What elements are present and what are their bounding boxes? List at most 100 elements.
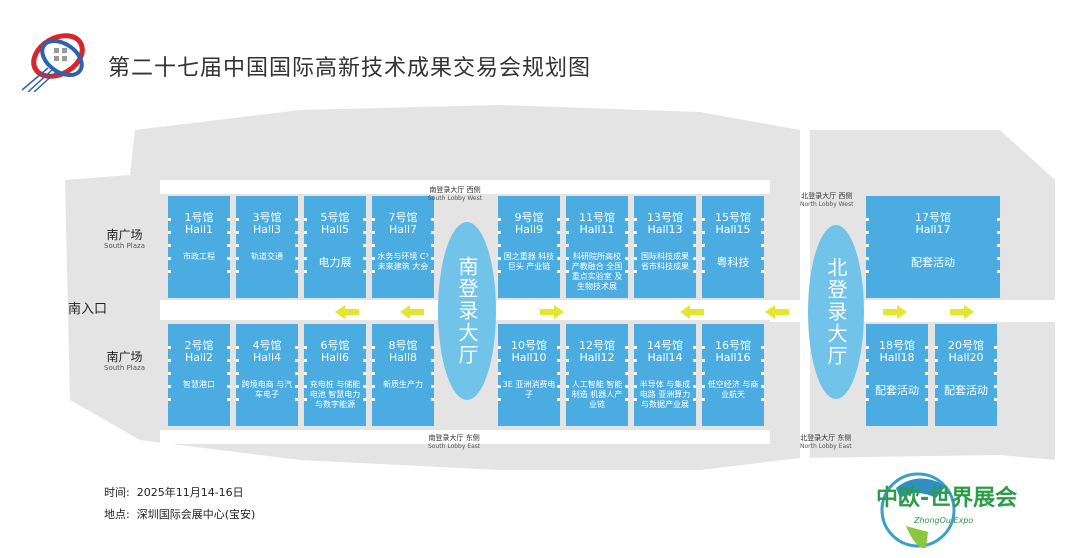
- hall-cn: 16号馆: [715, 339, 751, 352]
- hall-en: Hall15: [715, 223, 751, 236]
- hall-en: Hall13: [647, 223, 683, 236]
- hall-en: Hall2: [184, 351, 214, 364]
- hall-theme: 轨道交通: [251, 252, 283, 261]
- hall-cn: 18号馆: [879, 339, 915, 352]
- arrow-left-icon: [400, 305, 424, 319]
- hall-cn: 4号馆: [252, 339, 282, 352]
- hall-en: Hall6: [320, 351, 350, 364]
- hall-theme: 电力展: [318, 256, 352, 269]
- hall-en: Hall16: [715, 351, 751, 364]
- hall-theme: 配套活动: [911, 256, 955, 269]
- location-label: 地点:: [104, 508, 130, 521]
- plaza-name: 南广场: [106, 350, 143, 364]
- lobby-side-cn: 北登录大厅 西侧: [801, 192, 853, 200]
- hall-cn: 8号馆: [388, 339, 418, 352]
- hall-cn: 1号馆: [184, 211, 214, 224]
- hall-theme: 低空经济 与商业航天: [707, 380, 759, 399]
- hall-cn: 13号馆: [647, 211, 683, 224]
- south-lobby[interactable]: 南登录大厅: [438, 222, 496, 400]
- lobby-side-en: South Lobby East: [428, 443, 481, 450]
- cht-fair-logo: [18, 28, 90, 93]
- hall-theme: 水务与环境 C³未来建筑 大会: [377, 252, 429, 271]
- lobby-side-en: North Lobby West: [800, 201, 854, 208]
- hall-en: Hall20: [948, 351, 984, 364]
- hall-cn: 15号馆: [715, 211, 751, 224]
- lobby-side-cn: 北登录大厅 东侧: [800, 434, 852, 442]
- arrow-left-icon: [680, 305, 704, 319]
- hall-en: Hall7: [388, 223, 418, 236]
- hall-cn: 3号馆: [252, 211, 282, 224]
- zhongou-expo-logo: 中欧-世界展会 ZhongOu Expo: [866, 466, 1066, 556]
- hall-theme: 3E 亚洲消费电子: [502, 380, 556, 399]
- hall-theme: 人工智能 智能制造 机器人产业链: [571, 380, 623, 409]
- hall-theme: 配套活动: [875, 384, 919, 397]
- hall-cn: 20号馆: [948, 339, 984, 352]
- hall-theme: 市政工程: [183, 252, 215, 261]
- hall-en: Hall12: [579, 351, 615, 364]
- plaza-name-en: South Plaza: [104, 242, 145, 250]
- hall-en: Hall11: [579, 223, 615, 236]
- hall-cn: 9号馆: [514, 211, 544, 224]
- arrow-left-icon: [335, 305, 359, 319]
- hall-en: Hall3: [252, 223, 282, 236]
- page-title: 第二十七届中国国际高新技术成果交易会规划图: [108, 56, 592, 81]
- hall-theme: 跨境电商 与汽车电子: [241, 380, 293, 399]
- north-lobby[interactable]: 北登录大厅: [808, 225, 864, 399]
- hall-en: Hall5: [320, 223, 350, 236]
- hall-cn: 7号馆: [388, 211, 418, 224]
- location-info: 地点: 深圳国际会展中心(宝安): [104, 508, 255, 522]
- lobby-side-cn: 南登录大厅 西侧: [429, 186, 481, 194]
- hall-en: Hall1: [184, 223, 214, 236]
- arrow-left-icon: [765, 305, 789, 319]
- zhongou-logo-en: ZhongOu Expo: [914, 516, 974, 525]
- location-value: 深圳国际会展中心(宝安): [136, 508, 256, 521]
- plaza-name: 南广场: [106, 228, 143, 242]
- hall-en: Hall4: [252, 351, 282, 364]
- lobby-side-en: South Lobby West: [428, 195, 483, 202]
- lobby-side-en: North Lobby East: [800, 443, 852, 450]
- date-label: 时间:: [104, 486, 130, 499]
- hall-cn: 17号馆: [915, 211, 951, 224]
- hall-cn: 11号馆: [579, 211, 615, 224]
- hall-en: Hall14: [647, 351, 683, 364]
- zhongou-logo-cn: 中欧-世界展会: [876, 486, 1018, 511]
